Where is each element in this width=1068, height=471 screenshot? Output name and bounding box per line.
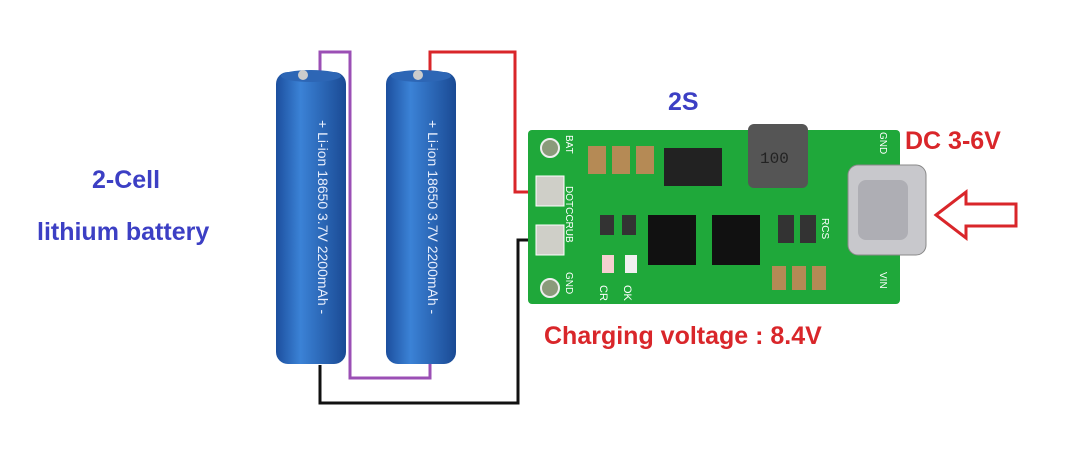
led-ok: OK — [621, 285, 633, 302]
pad-gnd-left: GND — [563, 272, 574, 294]
pad-vin: VIN — [877, 272, 888, 289]
battery-1-text: + Li-ion 18650 3.7V 2200mAh - — [315, 120, 331, 315]
led-cr: CR — [597, 285, 609, 301]
red-wire — [428, 50, 550, 194]
charging-voltage-label: Charging voltage : 8.4V — [544, 322, 822, 350]
cells-label-line1: 2-Cell — [92, 166, 161, 194]
pad-dotccrub: DOTCCRUB — [563, 186, 574, 243]
inductor-label: 100 — [760, 150, 789, 168]
battery-2 — [386, 70, 456, 364]
battery-2-text: + Li-ion 18650 3.7V 2200mAh - — [425, 120, 441, 315]
cells-label-line2: lithium battery — [37, 218, 210, 246]
series-label: 2S — [668, 88, 699, 116]
rcs-label: RCS — [819, 218, 830, 239]
pad-gnd-right: GND — [877, 132, 888, 154]
pad-bat: BAT — [563, 135, 574, 154]
purple-wire — [318, 50, 432, 380]
input-arrow-icon — [933, 188, 1018, 242]
input-voltage-label: DC 3-6V — [905, 127, 1001, 155]
battery-1 — [276, 70, 346, 364]
charger-board: 100 BAT DOTCCRUB GND CR OK RCS GND VIN — [528, 124, 927, 304]
